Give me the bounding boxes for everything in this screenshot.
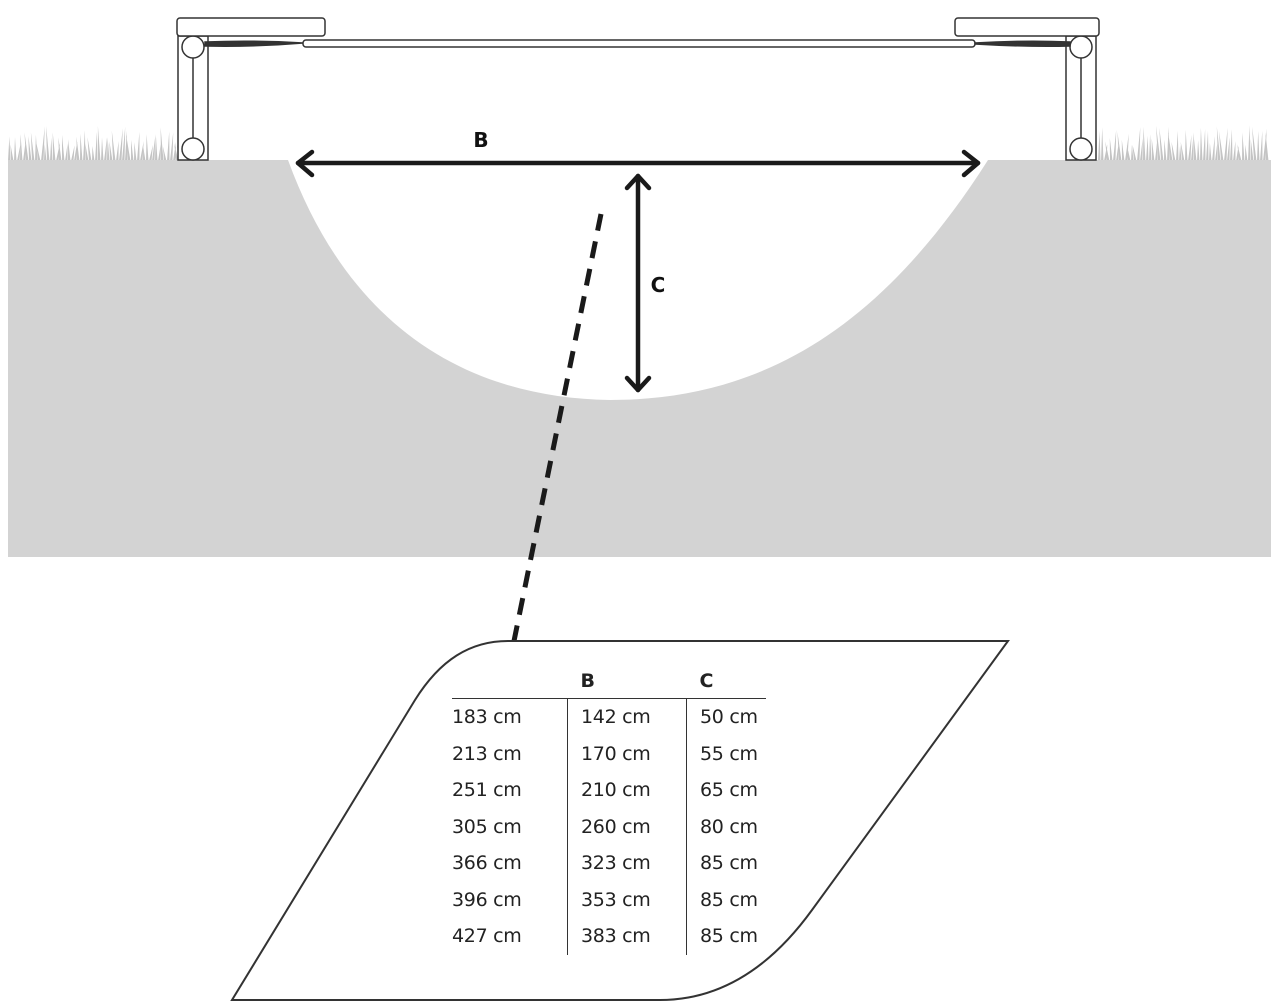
grass-right — [1098, 125, 1269, 161]
table-row: 305 cm 260 cm 80 cm — [452, 808, 766, 845]
table-header-b: B — [567, 668, 687, 699]
table-row: 366 cm 323 cm 85 cm — [452, 845, 766, 882]
trampoline-frame — [176, 17, 1100, 161]
cell-diameter: 183 cm — [452, 706, 522, 729]
jump-mat — [302, 39, 976, 48]
cell-b: 383 cm — [567, 918, 687, 955]
right-top-pad — [954, 17, 1100, 37]
cell-diameter: 213 cm — [452, 742, 522, 765]
callout-dashed-line — [511, 213, 604, 642]
cell-diameter: 251 cm — [452, 779, 522, 802]
cell-diameter: 427 cm — [452, 925, 522, 948]
cell-b: 142 cm — [567, 698, 687, 736]
cell-c: 85 cm — [686, 881, 766, 918]
dimension-b-label: B — [473, 128, 488, 152]
cell-diameter: 366 cm — [452, 852, 522, 875]
dimension-c-arrow — [624, 173, 652, 393]
table-header-row: B C — [452, 668, 766, 699]
cell-b: 353 cm — [567, 881, 687, 918]
table-row: 427 cm 383 cm 85 cm — [452, 918, 766, 955]
right-spring — [974, 40, 1071, 47]
cell-b: 210 cm — [567, 772, 687, 809]
table-header-c: C — [686, 668, 766, 699]
cell-c: 65 cm — [686, 772, 766, 809]
cell-b: 260 cm — [567, 808, 687, 845]
cell-b: 170 cm — [567, 735, 687, 772]
table-row: 251 cm 210 cm 65 cm — [452, 772, 766, 809]
table-row: 396 cm 353 cm 85 cm — [452, 881, 766, 918]
cell-c: 85 cm — [686, 918, 766, 955]
cell-c: 55 cm — [686, 735, 766, 772]
pit-size-table: B C 183 cm 142 cm 50 cm 213 cm 170 cm 55… — [452, 668, 766, 955]
ground-cross-section — [8, 160, 1271, 557]
table-header-diameter — [452, 668, 568, 699]
left-spring — [204, 40, 304, 47]
cell-b: 323 cm — [567, 845, 687, 882]
cell-c: 80 cm — [686, 808, 766, 845]
cell-diameter: 396 cm — [452, 888, 522, 911]
table-row: 183 cm 142 cm 50 cm — [452, 698, 766, 736]
cell-c: 85 cm — [686, 845, 766, 882]
grass-tuft — [8, 126, 182, 161]
dimension-b-arrow — [295, 149, 981, 178]
cell-c: 50 cm — [686, 698, 766, 736]
grass-left — [8, 126, 182, 161]
left-top-pad — [176, 17, 326, 37]
cell-diameter: 305 cm — [452, 815, 522, 838]
table-row: 213 cm 170 cm 55 cm — [452, 735, 766, 772]
dimension-c-label: C — [651, 273, 666, 297]
grass-tuft — [1098, 125, 1269, 161]
